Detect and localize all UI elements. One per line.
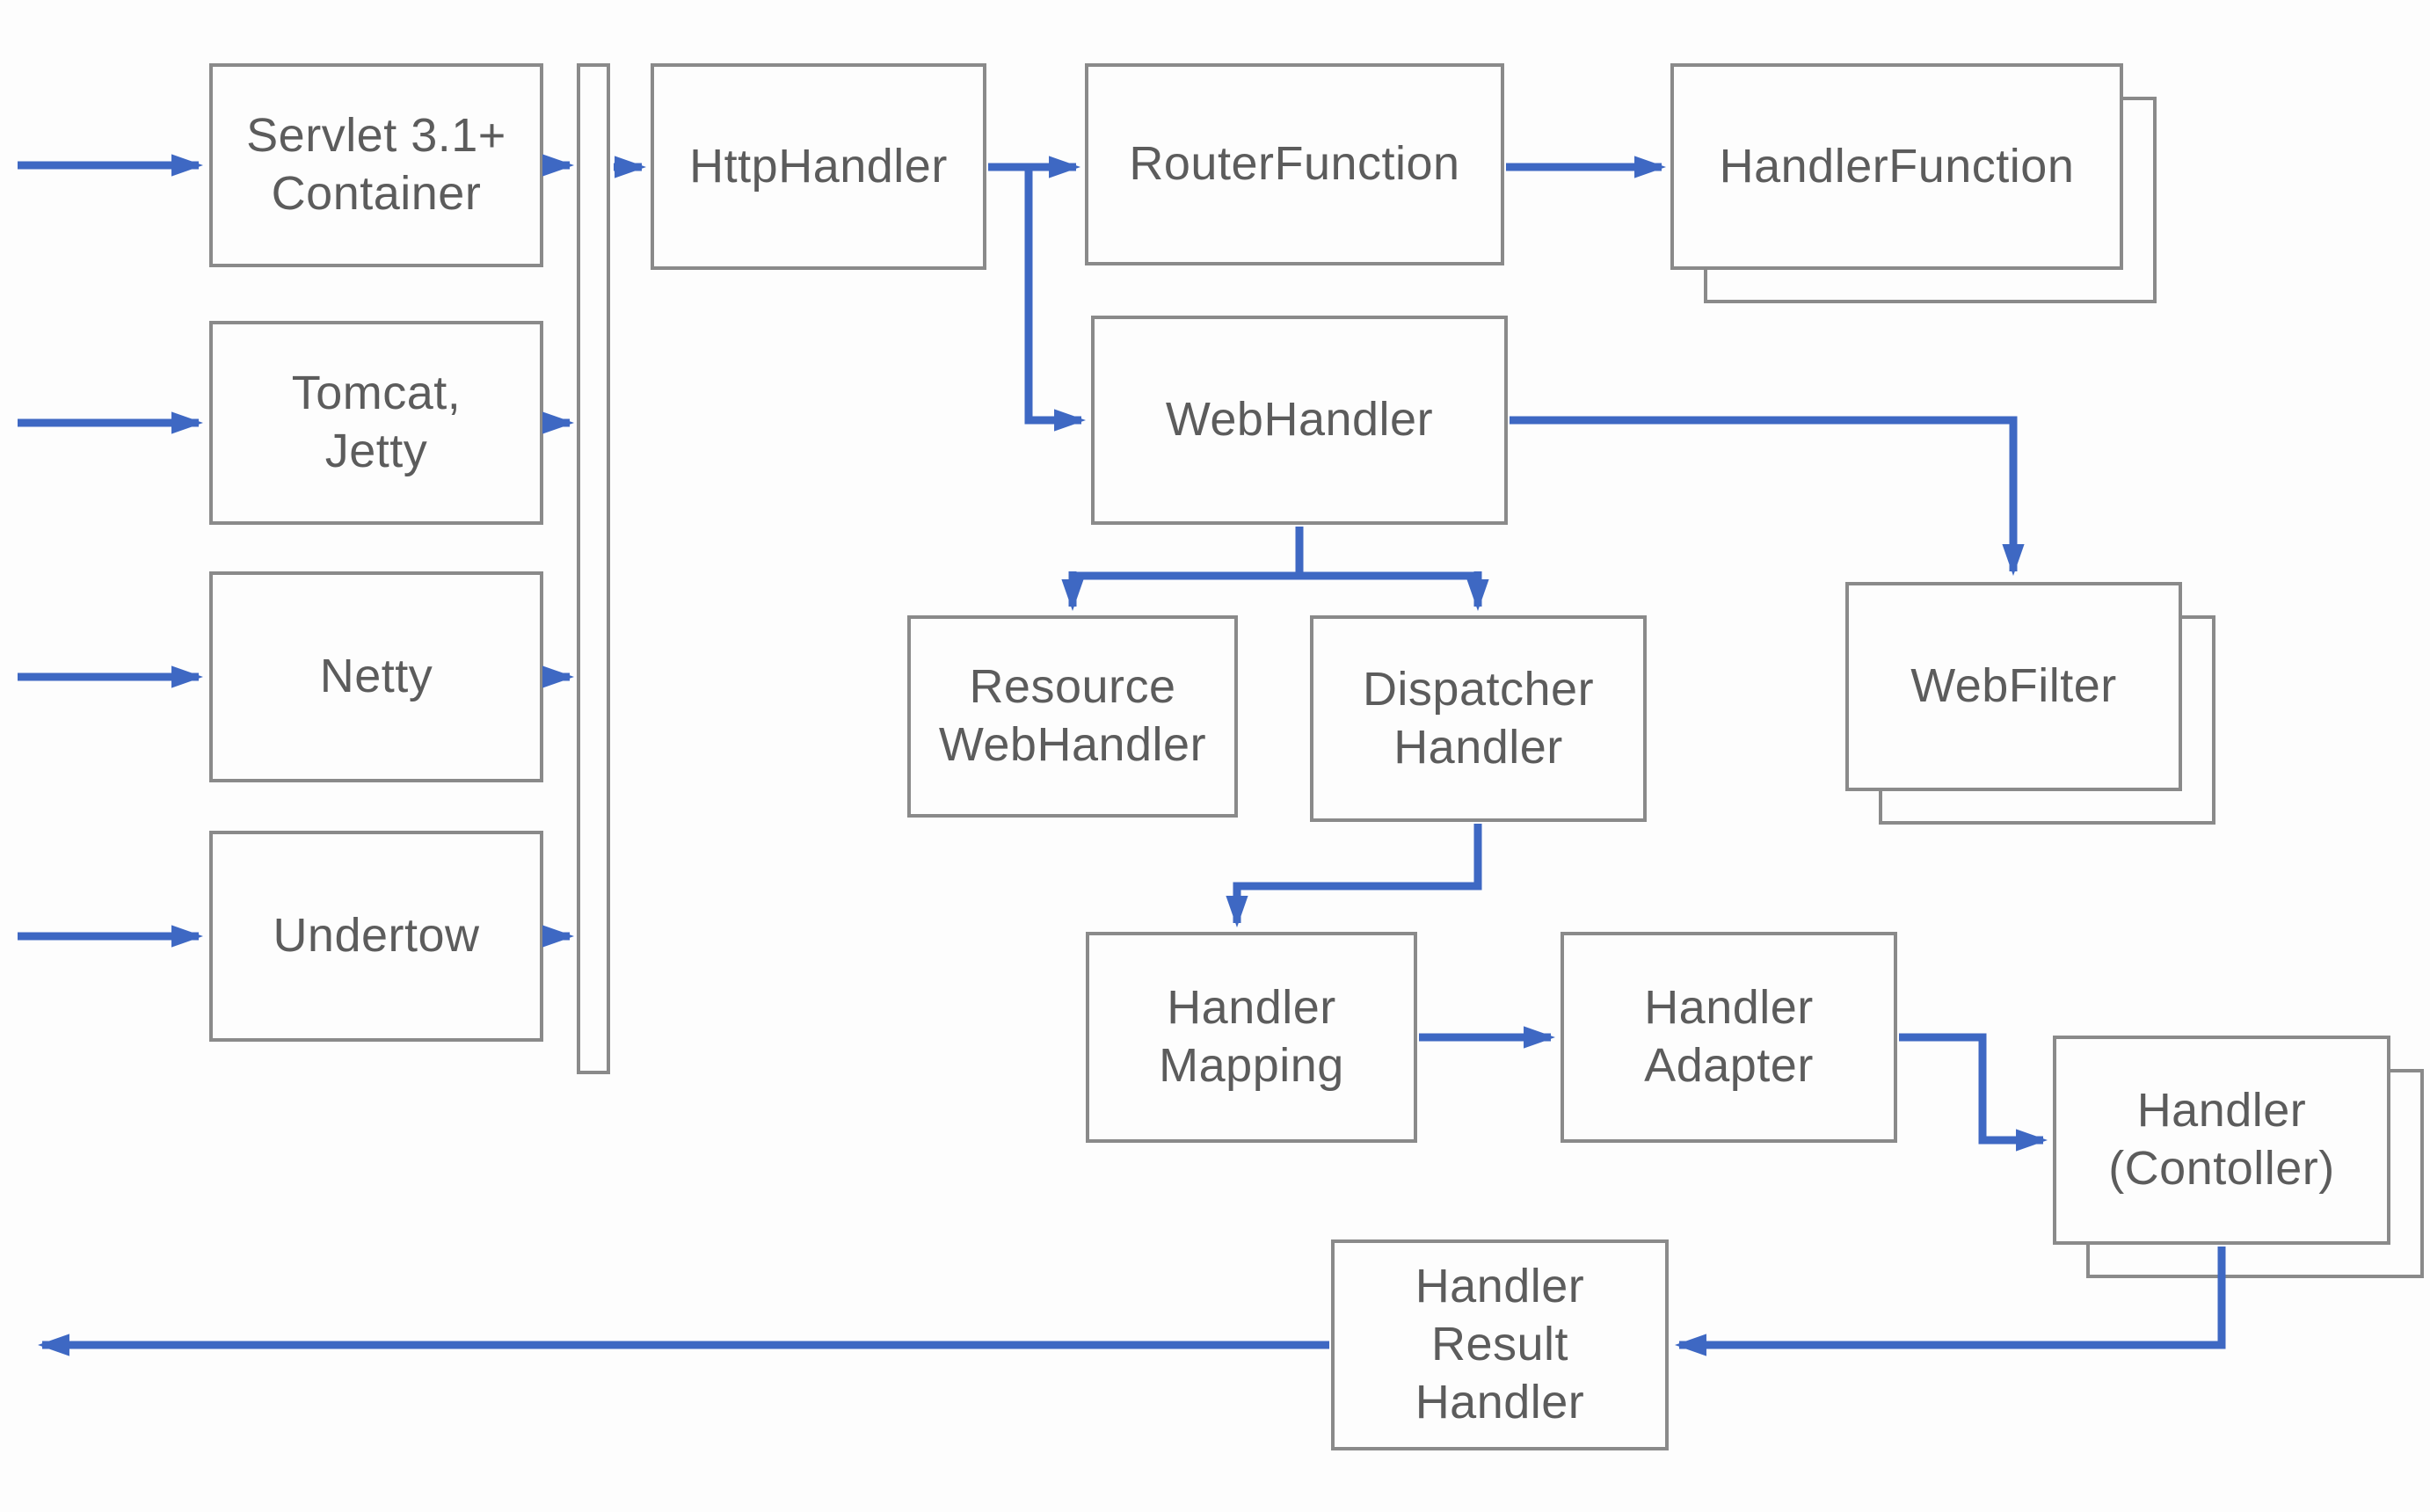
node-undertow-label-line: Undertow: [273, 909, 480, 963]
node-handler-controller-label-line: Handler: [2136, 1084, 2307, 1138]
arrow-dispatcher-to-handlermapping: [1226, 824, 1482, 928]
node-dispatcher-handler-label-line: Dispatcher: [1362, 662, 1595, 716]
arrow-branch-down-to-webhandler: [1024, 167, 1087, 432]
node-servlet-container-label-line: Container: [271, 167, 482, 220]
node-web-handler-label-line: WebHandler: [1165, 393, 1434, 447]
adapter-layer-bar: [577, 63, 610, 1074]
node-handler-result-handler-label-line: Handler: [1415, 1375, 1585, 1428]
node-tomcat-jetty: Tomcat,Jetty: [209, 321, 543, 525]
node-http-handler-label-line: HttpHandler: [689, 139, 948, 193]
arrow-webhandler-to-webfilter: [1510, 416, 2025, 577]
node-servlet-container: Servlet 3.1+Container: [209, 63, 543, 267]
node-servlet-container-label-line: Servlet 3.1+: [246, 109, 506, 163]
node-handler-result-handler-label-line: Handler: [1415, 1260, 1585, 1313]
node-handler-result-handler-label-line: Result: [1430, 1318, 1569, 1371]
node-handler-mapping-label-line: Mapping: [1159, 1039, 1344, 1092]
arrow-handleradapter-to-handlercontroller: [1899, 1033, 2048, 1152]
node-http-handler: HttpHandler: [651, 63, 986, 270]
node-netty-label-line: Netty: [319, 650, 433, 703]
node-tomcat-jetty-label-line: Tomcat,: [291, 367, 462, 420]
node-handler-controller: Handler(Contoller): [2053, 1036, 2390, 1245]
node-router-function: RouterFunction: [1085, 63, 1504, 265]
node-router-function-label-line: RouterFunction: [1129, 137, 1460, 191]
node-web-filter-label-line: WebFilter: [1910, 659, 2117, 713]
node-tomcat-jetty-label-line: Jetty: [324, 425, 428, 477]
node-web-filter: WebFilter: [1845, 582, 2182, 791]
node-handler-controller-label-line: (Contoller): [2108, 1142, 2335, 1195]
node-handler-mapping-label-line: Handler: [1167, 981, 1336, 1035]
node-undertow: Undertow: [209, 831, 543, 1042]
node-handler-adapter-label-line: Handler: [1644, 981, 1814, 1035]
node-handler-function-label-line: HandlerFunction: [1719, 139, 2075, 193]
node-resource-web-handler-label-line: Resource: [969, 660, 1176, 714]
node-handler-adapter-label-line: Adapter: [1644, 1039, 1814, 1092]
node-resource-web-handler-label-line: WebHandler: [938, 718, 1207, 771]
node-dispatcher-handler-label-line: Handler: [1393, 720, 1563, 774]
node-web-handler: WebHandler: [1091, 316, 1508, 525]
node-netty: Netty: [209, 571, 543, 782]
node-handler-function: HandlerFunction: [1670, 63, 2123, 270]
